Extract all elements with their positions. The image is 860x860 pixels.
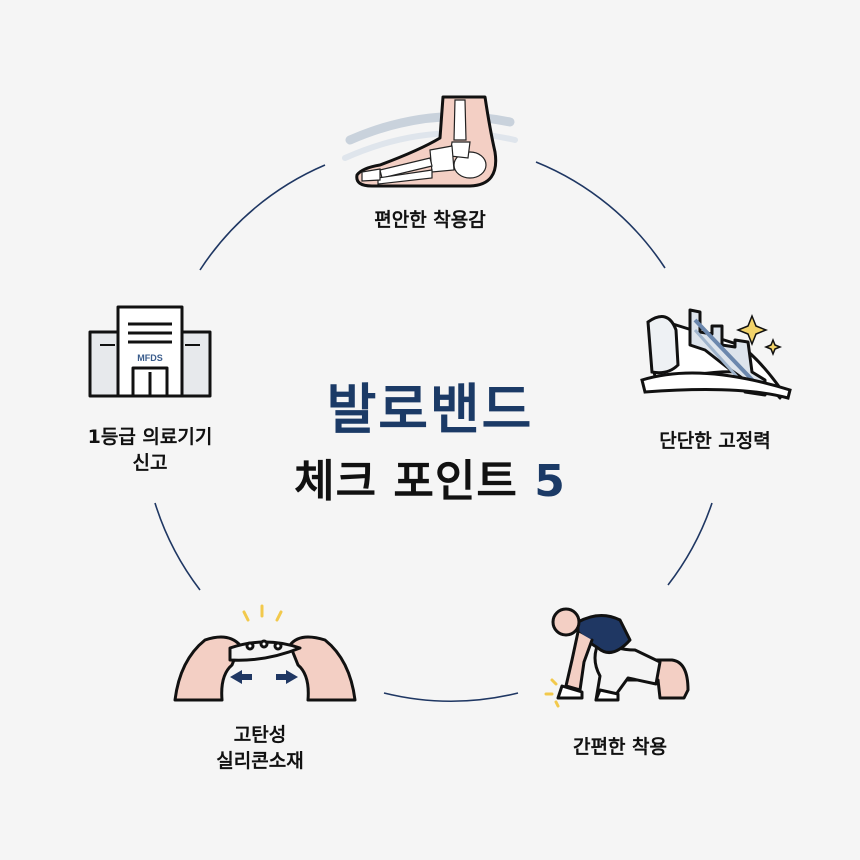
point-label-easy-wear: 간편한 착용 [520, 734, 720, 760]
insole-frame-icon [640, 308, 792, 400]
stretching-silicone-icon [173, 635, 357, 702]
label-line: 실리콘소재 [216, 750, 304, 772]
point-label-silicone: 고탄성 실리콘소재 [170, 722, 350, 774]
point-label-comfort: 편안한 착용감 [330, 207, 530, 233]
label-line: 편안한 착용감 [374, 209, 486, 231]
stretch-arrows-icon [230, 670, 298, 684]
mfds-sign: MFDS [137, 353, 163, 363]
arc-right-bottom [667, 502, 713, 586]
foot-xray-icon [342, 95, 518, 188]
point-label-medical-device: 1등급 의료기기 신고 [55, 424, 245, 476]
label-line: 단단한 고정력 [659, 430, 771, 452]
label-line: 1등급 의료기기 [87, 426, 213, 448]
arc-left-top [199, 164, 326, 271]
label-line: 간편한 착용 [572, 736, 667, 758]
mfds-building-icon [88, 305, 212, 398]
label-line: 고탄성 [233, 724, 287, 746]
arc-bottom [383, 692, 519, 702]
point-label-support: 단단한 고정력 [600, 428, 830, 454]
subtitle-number: 5 [534, 456, 566, 507]
page-title: 발로밴드 [326, 378, 534, 441]
motion-sparks-icon [544, 678, 560, 708]
subtitle-text: 체크 포인트 [294, 456, 518, 507]
page-subtitle: 체크 포인트 5 [0, 445, 860, 509]
kneeling-person-icon [551, 607, 690, 702]
arc-top-right [535, 161, 666, 269]
label-line: 신고 [132, 452, 168, 474]
spark-lines-icon [242, 604, 283, 622]
connector-arcs [154, 161, 713, 702]
sparkle-icon [735, 313, 783, 357]
arc-left-bottom [154, 502, 201, 591]
